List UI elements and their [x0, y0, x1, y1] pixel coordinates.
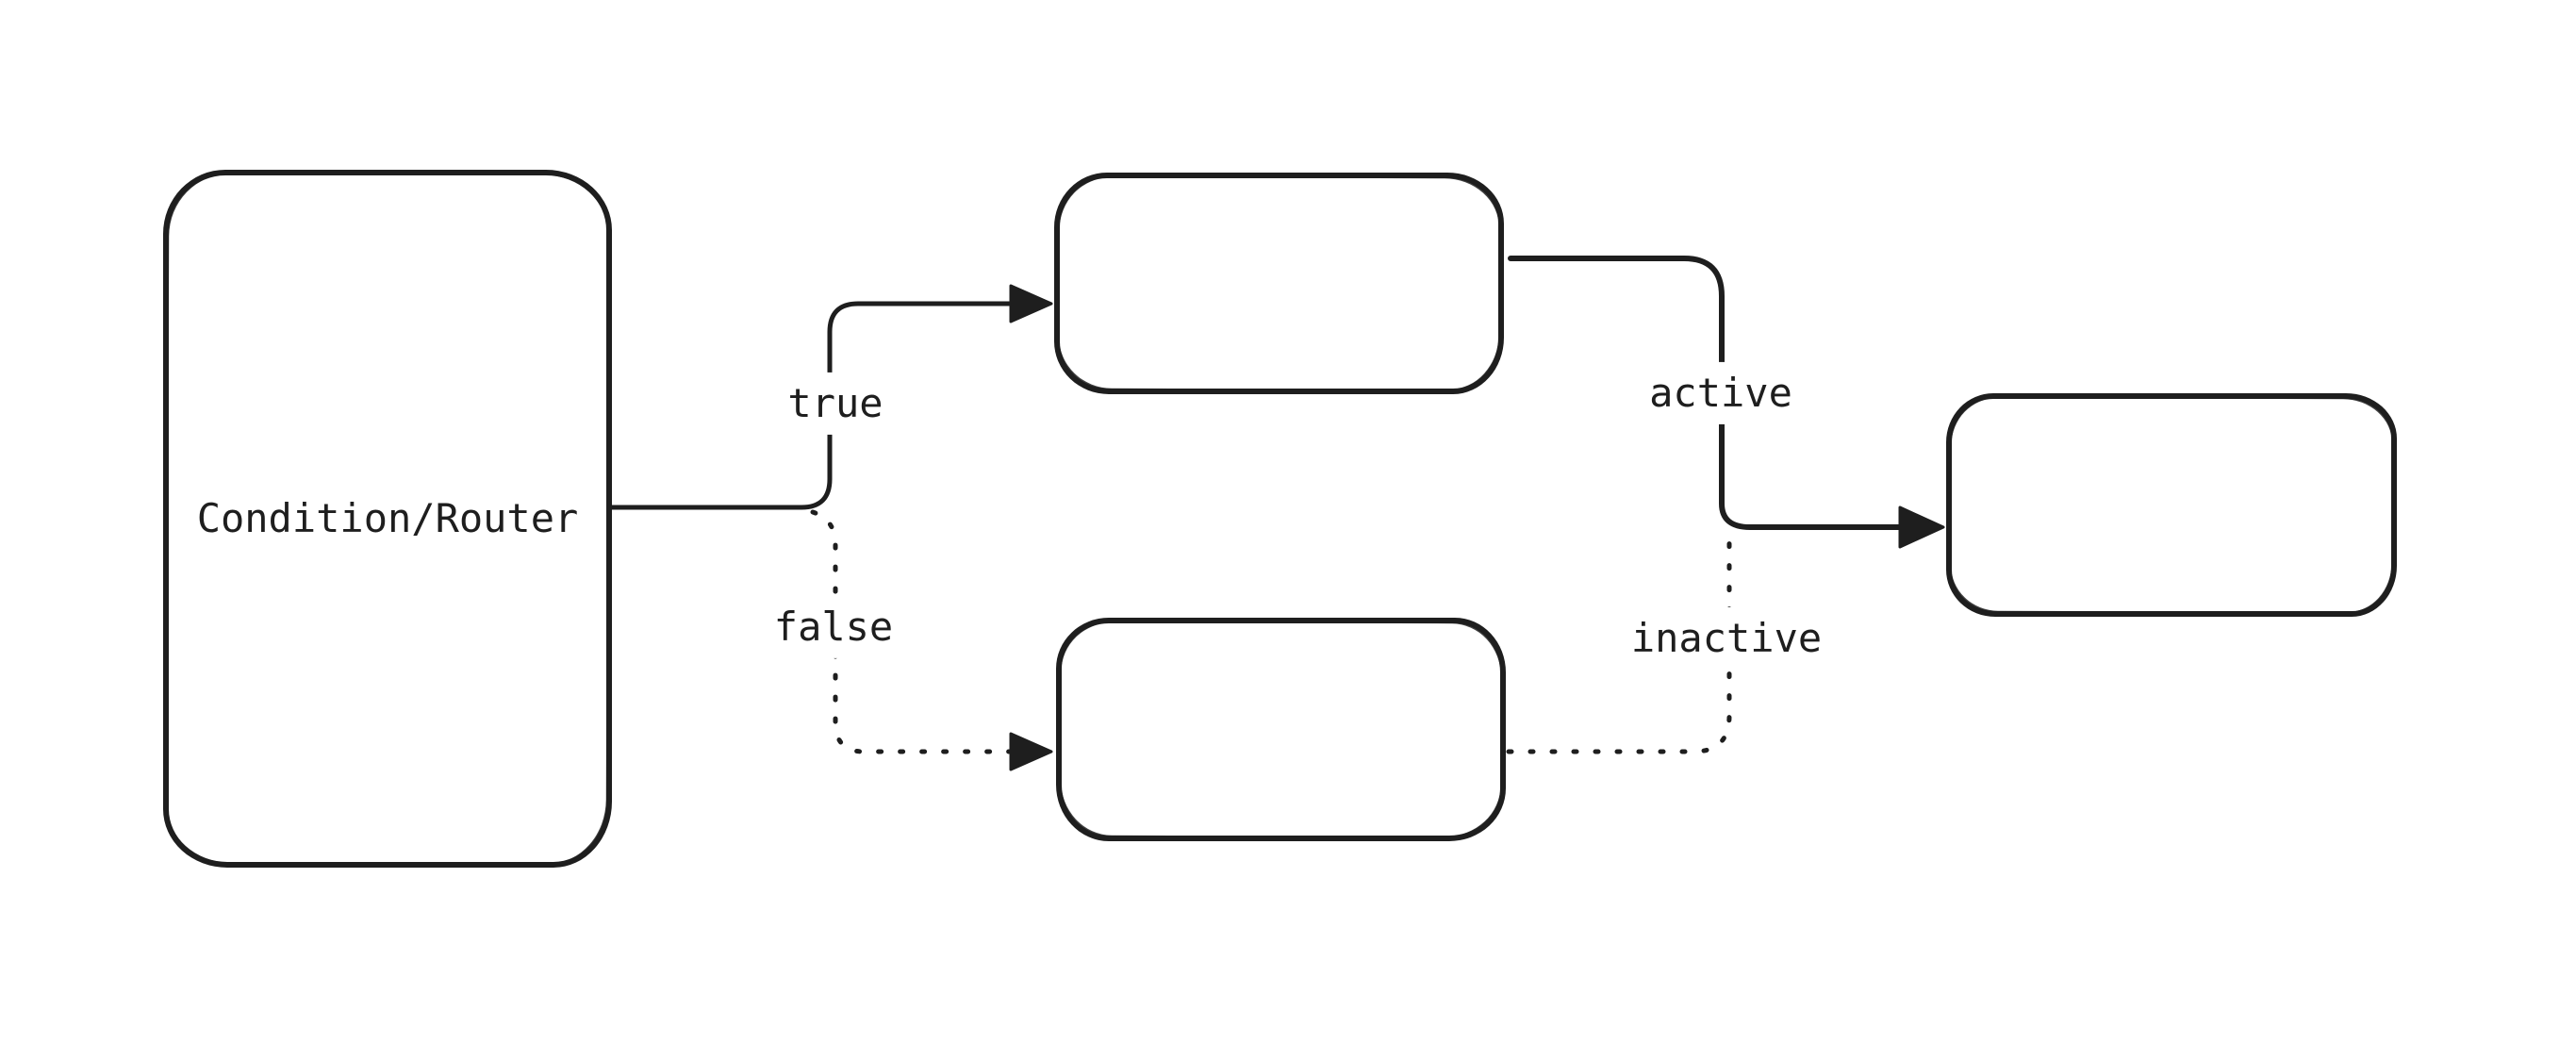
merge-arrowhead — [1898, 505, 1945, 549]
edge-label-true: true — [776, 372, 895, 436]
edge-label-active: active — [1638, 361, 1804, 425]
node-true-target — [1054, 173, 1504, 394]
edge-label-inactive: inactive — [1619, 606, 1834, 671]
false-edge-line — [810, 509, 1014, 754]
node-merge-target — [1946, 393, 2397, 617]
inactive-edge-line — [1506, 529, 1732, 754]
node-false-target — [1056, 618, 1506, 841]
active-edge-line — [1508, 256, 1902, 530]
true-edge-arrowhead — [1009, 284, 1053, 323]
node-condition-router-label: Condition/Router — [196, 494, 579, 541]
edge-label-false: false — [762, 595, 905, 659]
node-condition-router: Condition/Router — [163, 170, 612, 868]
false-edge-arrowhead — [1009, 732, 1053, 771]
